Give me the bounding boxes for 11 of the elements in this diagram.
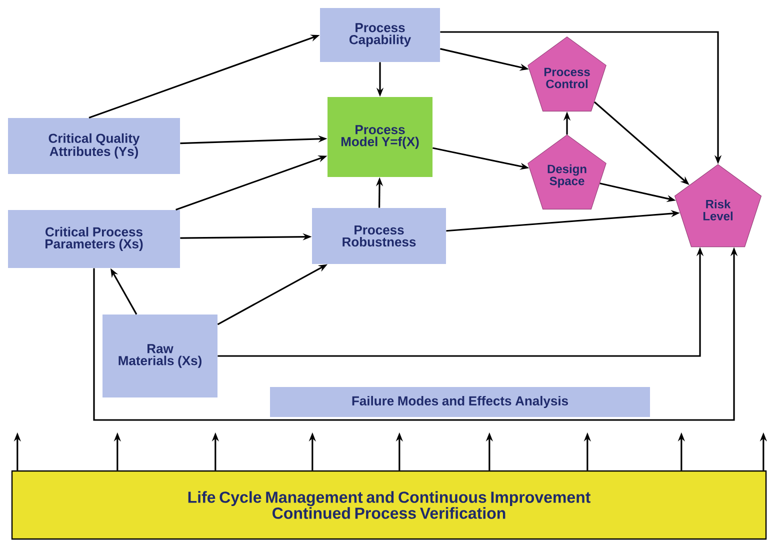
process-box: Process Robustness — [312, 208, 446, 264]
model-box: Process Model Y=f(X) — [328, 97, 432, 177]
pentagon-node: Process Control — [528, 36, 606, 112]
pentagon-node: Risk Level — [674, 164, 762, 248]
process-box: Critical Quality Attributes (Ys) — [8, 118, 180, 174]
pentagon-node: Design Space — [528, 134, 606, 210]
process-box: Raw Materials (Xs) — [102, 314, 218, 398]
process-box: Critical Process Parameters (Xs) — [8, 210, 180, 268]
banner-bar: Life Cycle Management and Continuous Improvement Continued Process Verification — [11, 470, 767, 540]
process-box: Failure Modes and Effects Analysis — [270, 387, 650, 417]
process-box: Process Capability — [320, 8, 440, 62]
